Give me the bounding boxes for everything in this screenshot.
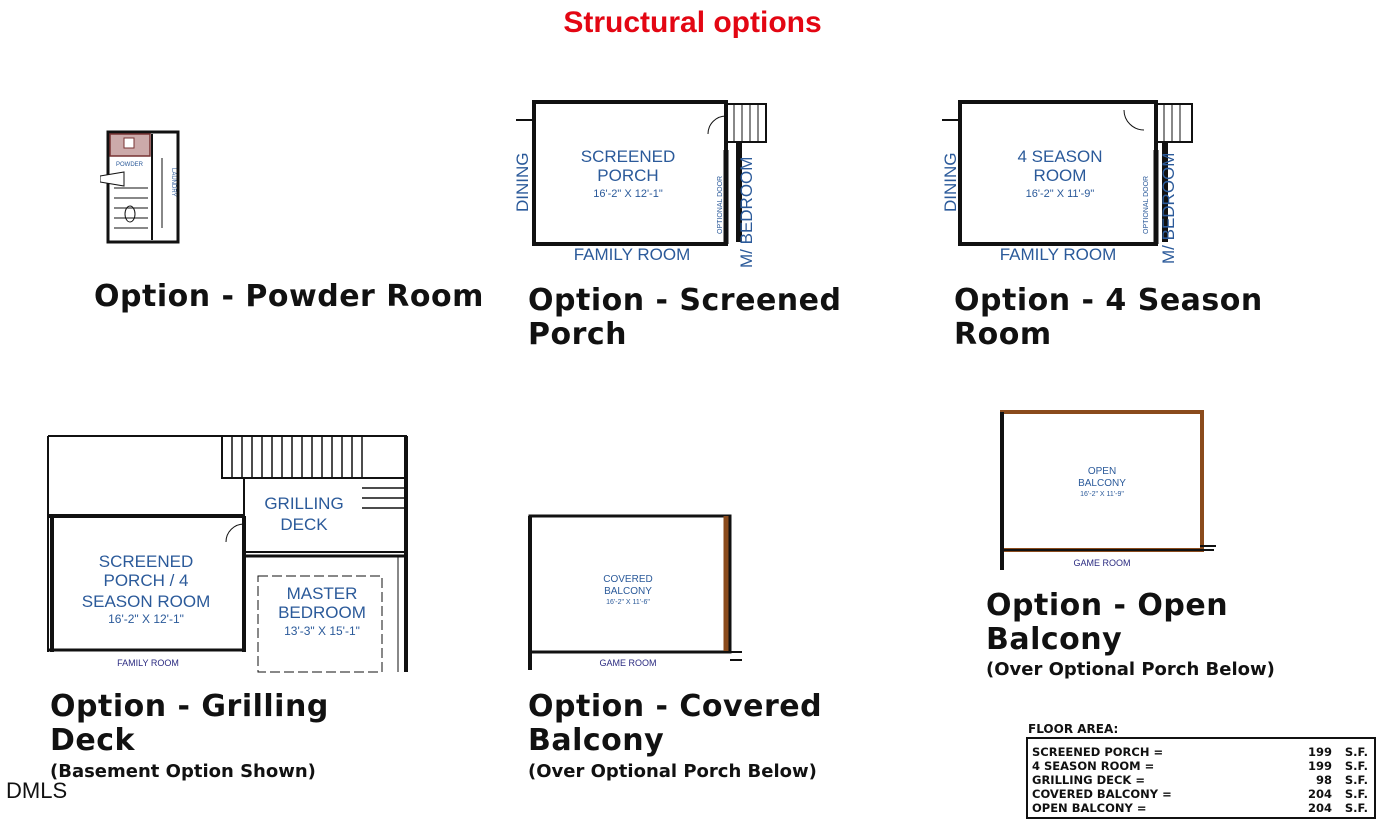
open-name-2: BALCONY <box>1078 478 1126 489</box>
covered-dims: 16'-2" X 11'-6" <box>606 599 650 606</box>
grilling-deck-plan: GRILLING DECK SCREENED PORCH / 4 SEASON … <box>47 435 408 673</box>
floor-area-title: FLOOR AREA: <box>1028 722 1119 736</box>
floor-area-unit: S.F. <box>1344 759 1368 773</box>
floor-area-name: OPEN BALCONY = <box>1032 801 1147 815</box>
floor-area-value: 204 <box>1307 787 1332 801</box>
season-dims: 16'-2" X 11'-9" <box>1026 188 1095 200</box>
option-title-line: Balcony <box>528 723 665 758</box>
floor-area-row: COVERED BALCONY = 204 S.F. <box>1032 787 1368 801</box>
grilling-master-2: BEDROOM <box>278 603 366 622</box>
grilling-master-1: MASTER <box>287 584 358 603</box>
floor-area-name: GRILLING DECK = <box>1032 773 1145 787</box>
grilling-deck-1: GRILLING <box>264 494 343 513</box>
season-name-2: ROOM <box>1034 166 1087 185</box>
option-title-line: Option - Grilling <box>50 689 329 724</box>
option-grilling-deck-title: Option - Grilling Deck <box>50 690 329 758</box>
floor-area-name: SCREENED PORCH = <box>1032 745 1164 759</box>
grilling-deck-2: DECK <box>280 515 328 534</box>
floor-area-row: OPEN BALCONY = 204 S.F. <box>1032 801 1368 815</box>
screened-dims: 16'-2" X 12'-1" <box>593 188 663 200</box>
floor-area-value: 98 <box>1315 773 1332 787</box>
open-balcony-plan: OPEN BALCONY 16'-2" X 11'-9" GAME ROOM <box>1000 410 1216 570</box>
grilling-family-room: FAMILY ROOM <box>117 658 179 668</box>
grilling-porch-2: PORCH / 4 <box>103 571 188 590</box>
option-powder-room-title: Option - Powder Room <box>94 280 484 314</box>
screened-porch-plan: SCREENED PORCH 16'-2" X 12'-1" DINING FA… <box>513 100 767 268</box>
option-title-line: Option - Open <box>986 588 1229 623</box>
season-optional-door: OPTIONAL DOOR <box>1143 176 1150 234</box>
open-name-1: OPEN <box>1088 466 1116 477</box>
floor-area-table: SCREENED PORCH = 199 S.F. 4 SEASON ROOM … <box>1026 737 1376 819</box>
option-open-balcony-title: Option - Open Balcony <box>986 589 1228 657</box>
covered-game-room: GAME ROOM <box>599 658 656 668</box>
option-title-line: Option - Covered <box>528 689 823 724</box>
watermark: DMLS <box>6 778 68 803</box>
season-m-bedroom: M/ BEDROOM <box>1159 153 1178 264</box>
screened-m-bedroom: M/ BEDROOM <box>737 157 756 268</box>
powder-label: POWDER <box>116 162 144 168</box>
floor-area-value: 199 <box>1307 745 1332 759</box>
laundry-label: LAUNDRY <box>170 168 176 197</box>
option-covered-balcony-subtitle: (Over Optional Porch Below) <box>528 761 817 782</box>
covered-balcony-plan: COVERED BALCONY 16'-2" X 11'-6" GAME ROO… <box>528 514 742 670</box>
floor-area-row: 4 SEASON ROOM = 199 S.F. <box>1032 759 1368 773</box>
season-dining: DINING <box>941 153 960 213</box>
option-covered-balcony-title: Option - Covered Balcony <box>528 690 822 758</box>
screened-name-2: PORCH <box>597 166 658 185</box>
floor-area-row: GRILLING DECK = 98 S.F. <box>1032 773 1368 787</box>
grilling-porch-3: SEASON ROOM <box>82 592 210 611</box>
floor-area-value: 199 <box>1307 759 1332 773</box>
floor-area-name: COVERED BALCONY = <box>1032 787 1172 801</box>
screened-family-room: FAMILY ROOM <box>574 245 691 264</box>
floor-area-unit: S.F. <box>1344 787 1368 801</box>
option-screened-porch-title: Option - Screened Porch <box>528 284 841 352</box>
grilling-porch-dims: 16'-2" X 12'-1" <box>108 612 184 626</box>
screened-name-1: SCREENED <box>581 147 675 166</box>
page-title: Structural options <box>563 6 822 39</box>
season-name-1: 4 SEASON <box>1017 147 1102 166</box>
option-title-line: Deck <box>50 723 135 758</box>
option-title-line: Room <box>954 317 1052 352</box>
option-four-season-title: Option - 4 Season Room <box>954 284 1263 352</box>
open-game-room: GAME ROOM <box>1073 558 1130 568</box>
option-title-line: Balcony <box>986 622 1123 657</box>
grilling-master-dims: 13'-3" X 15'-1" <box>284 624 360 638</box>
floor-area-unit: S.F. <box>1344 773 1368 787</box>
option-open-balcony-subtitle: (Over Optional Porch Below) <box>986 659 1275 680</box>
floor-area-unit: S.F. <box>1344 801 1368 815</box>
screened-dining: DINING <box>513 153 532 213</box>
covered-name-2: BALCONY <box>604 586 652 597</box>
option-title-line: Porch <box>528 317 628 352</box>
four-season-room-plan: 4 SEASON ROOM 16'-2" X 11'-9" DINING FAM… <box>941 100 1193 264</box>
floor-area-unit: S.F. <box>1344 745 1368 759</box>
floor-area-value: 204 <box>1307 801 1332 815</box>
covered-name-1: COVERED <box>603 574 652 585</box>
option-title-line: Option - Screened <box>528 283 842 318</box>
open-dims: 16'-2" X 11'-9" <box>1080 491 1124 498</box>
powder-room-plan: POWDER LAUNDRY <box>100 130 180 244</box>
floor-area-row: SCREENED PORCH = 199 S.F. <box>1032 745 1368 759</box>
season-family-room: FAMILY ROOM <box>1000 245 1117 264</box>
option-grilling-deck-subtitle: (Basement Option Shown) <box>50 761 316 782</box>
option-title-line: Option - Powder Room <box>94 279 484 314</box>
option-title-line: Option - 4 Season <box>954 283 1263 318</box>
screened-optional-door: OPTIONAL DOOR <box>717 176 724 234</box>
grilling-porch-1: SCREENED <box>99 552 193 571</box>
floor-area-name: 4 SEASON ROOM = <box>1032 759 1155 773</box>
